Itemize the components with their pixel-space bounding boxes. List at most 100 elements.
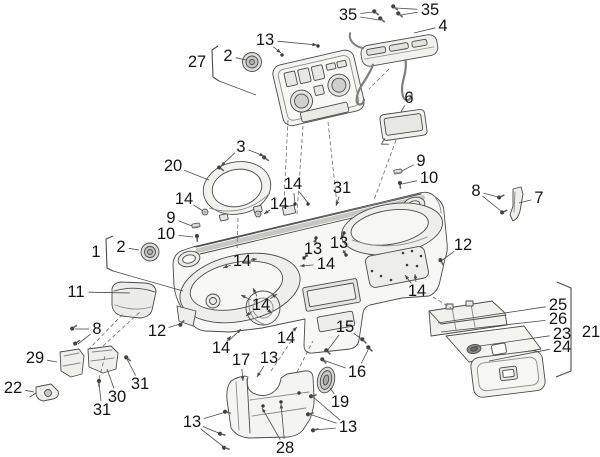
leader-line <box>202 426 222 435</box>
callout-label-7: 7 <box>534 189 543 207</box>
screw-icon <box>324 348 331 355</box>
leader-arrowhead <box>292 327 297 332</box>
leader-arrowhead <box>257 372 261 377</box>
leader-line <box>128 247 140 251</box>
leader-line <box>168 323 181 328</box>
part-storage-tray <box>111 281 157 319</box>
callout-label-29: 29 <box>26 349 44 367</box>
leader-arrowhead <box>264 210 269 214</box>
callout-label-14: 14 <box>233 252 251 270</box>
screw-icon <box>70 324 78 331</box>
callout-label-24: 24 <box>553 338 571 356</box>
screw-icon <box>217 165 225 172</box>
explode-guide-line <box>432 296 452 309</box>
explode-guide-line <box>87 313 124 351</box>
leader-line <box>280 403 285 440</box>
callout-label-14: 14 <box>277 329 295 347</box>
part-glovebox-door <box>470 350 546 398</box>
leader-arrowhead <box>223 264 228 269</box>
callout-label-12: 12 <box>454 236 472 254</box>
leader-line <box>261 407 281 440</box>
explode-guide-line <box>283 119 289 201</box>
pin-icon <box>314 236 318 240</box>
explode-guide-line <box>296 340 314 373</box>
leader-line <box>395 7 418 10</box>
callout-label-13: 13 <box>260 349 278 367</box>
callout-label-10: 10 <box>420 169 438 187</box>
parts-artwork <box>29 32 546 439</box>
leader-line <box>126 358 136 376</box>
clip-icon <box>191 222 201 229</box>
leader-line <box>488 348 550 362</box>
leader-arrowhead <box>312 42 317 47</box>
callout-label-8: 8 <box>92 320 101 338</box>
callout-label-14: 14 <box>270 195 288 213</box>
part-latch-22 <box>29 383 59 402</box>
callout-label-20: 20 <box>164 157 182 175</box>
leader-line <box>400 105 406 113</box>
leader-line <box>360 347 370 364</box>
screw-icon <box>217 431 226 437</box>
screw-icon <box>372 9 380 16</box>
leader-line <box>413 27 436 34</box>
center-stack-opening <box>302 278 361 312</box>
explode-guide-line <box>368 68 390 90</box>
leader-arrowhead <box>253 288 257 293</box>
leader-arrowhead <box>252 257 257 262</box>
screw-icon <box>396 11 404 18</box>
callout-label-3: 3 <box>236 138 245 156</box>
screw-icon <box>96 378 102 387</box>
leader-line <box>472 335 550 348</box>
leader-arrowhead <box>272 294 277 298</box>
pin-icon <box>261 404 265 408</box>
instrument-recess <box>179 252 301 326</box>
part-mounting-bracket <box>348 32 439 106</box>
callout-label-23: 23 <box>553 325 571 343</box>
screw-icon <box>397 180 403 189</box>
callout-label-28: 28 <box>276 439 294 457</box>
callout-label-14: 14 <box>175 190 193 208</box>
callout-label-13: 13 <box>183 413 201 431</box>
part-bracket-30 <box>87 345 119 374</box>
screw-icon <box>310 427 319 433</box>
pin-icon <box>306 202 310 206</box>
part-lower-cover <box>226 370 315 439</box>
callout-label-21: 21 <box>582 323 600 341</box>
leader-line <box>235 57 247 61</box>
callout-label-27: 27 <box>188 53 206 71</box>
leader-line <box>203 411 227 419</box>
leader-line <box>482 195 502 212</box>
leader-line <box>106 368 115 389</box>
screw-icon <box>194 233 200 242</box>
callout-label-8: 8 <box>471 182 480 200</box>
leader-line <box>25 389 35 393</box>
leader-line <box>322 359 346 369</box>
screw-icon <box>438 258 445 266</box>
left-foot-bracket <box>176 305 197 327</box>
explode-guide-line <box>327 121 338 205</box>
explode-guide-line <box>296 125 304 215</box>
screw-icon <box>73 339 81 346</box>
callout-label-14: 14 <box>408 282 426 300</box>
explode-guide-line <box>236 217 239 251</box>
screw-icon <box>499 209 508 215</box>
part-cluster-bezel <box>202 161 272 222</box>
callout-label-14: 14 <box>317 255 335 273</box>
leader-arrowhead <box>221 161 226 166</box>
leader-arrowhead <box>259 152 264 156</box>
callout-label-9: 9 <box>166 209 175 227</box>
screw-icon <box>378 16 386 23</box>
leader-line <box>178 220 193 227</box>
callout-label-22: 22 <box>4 379 22 397</box>
callout-label-14: 14 <box>252 296 270 314</box>
screw-icon <box>366 345 373 352</box>
leader-line <box>311 395 341 421</box>
leader-line <box>77 333 91 345</box>
callout-label-30: 30 <box>108 388 126 406</box>
leader-line <box>183 169 210 181</box>
extra-lines-layer <box>112 80 257 292</box>
leader-arrowhead <box>241 295 246 299</box>
leader-arrowhead <box>240 376 245 381</box>
pin-icon <box>344 253 348 257</box>
